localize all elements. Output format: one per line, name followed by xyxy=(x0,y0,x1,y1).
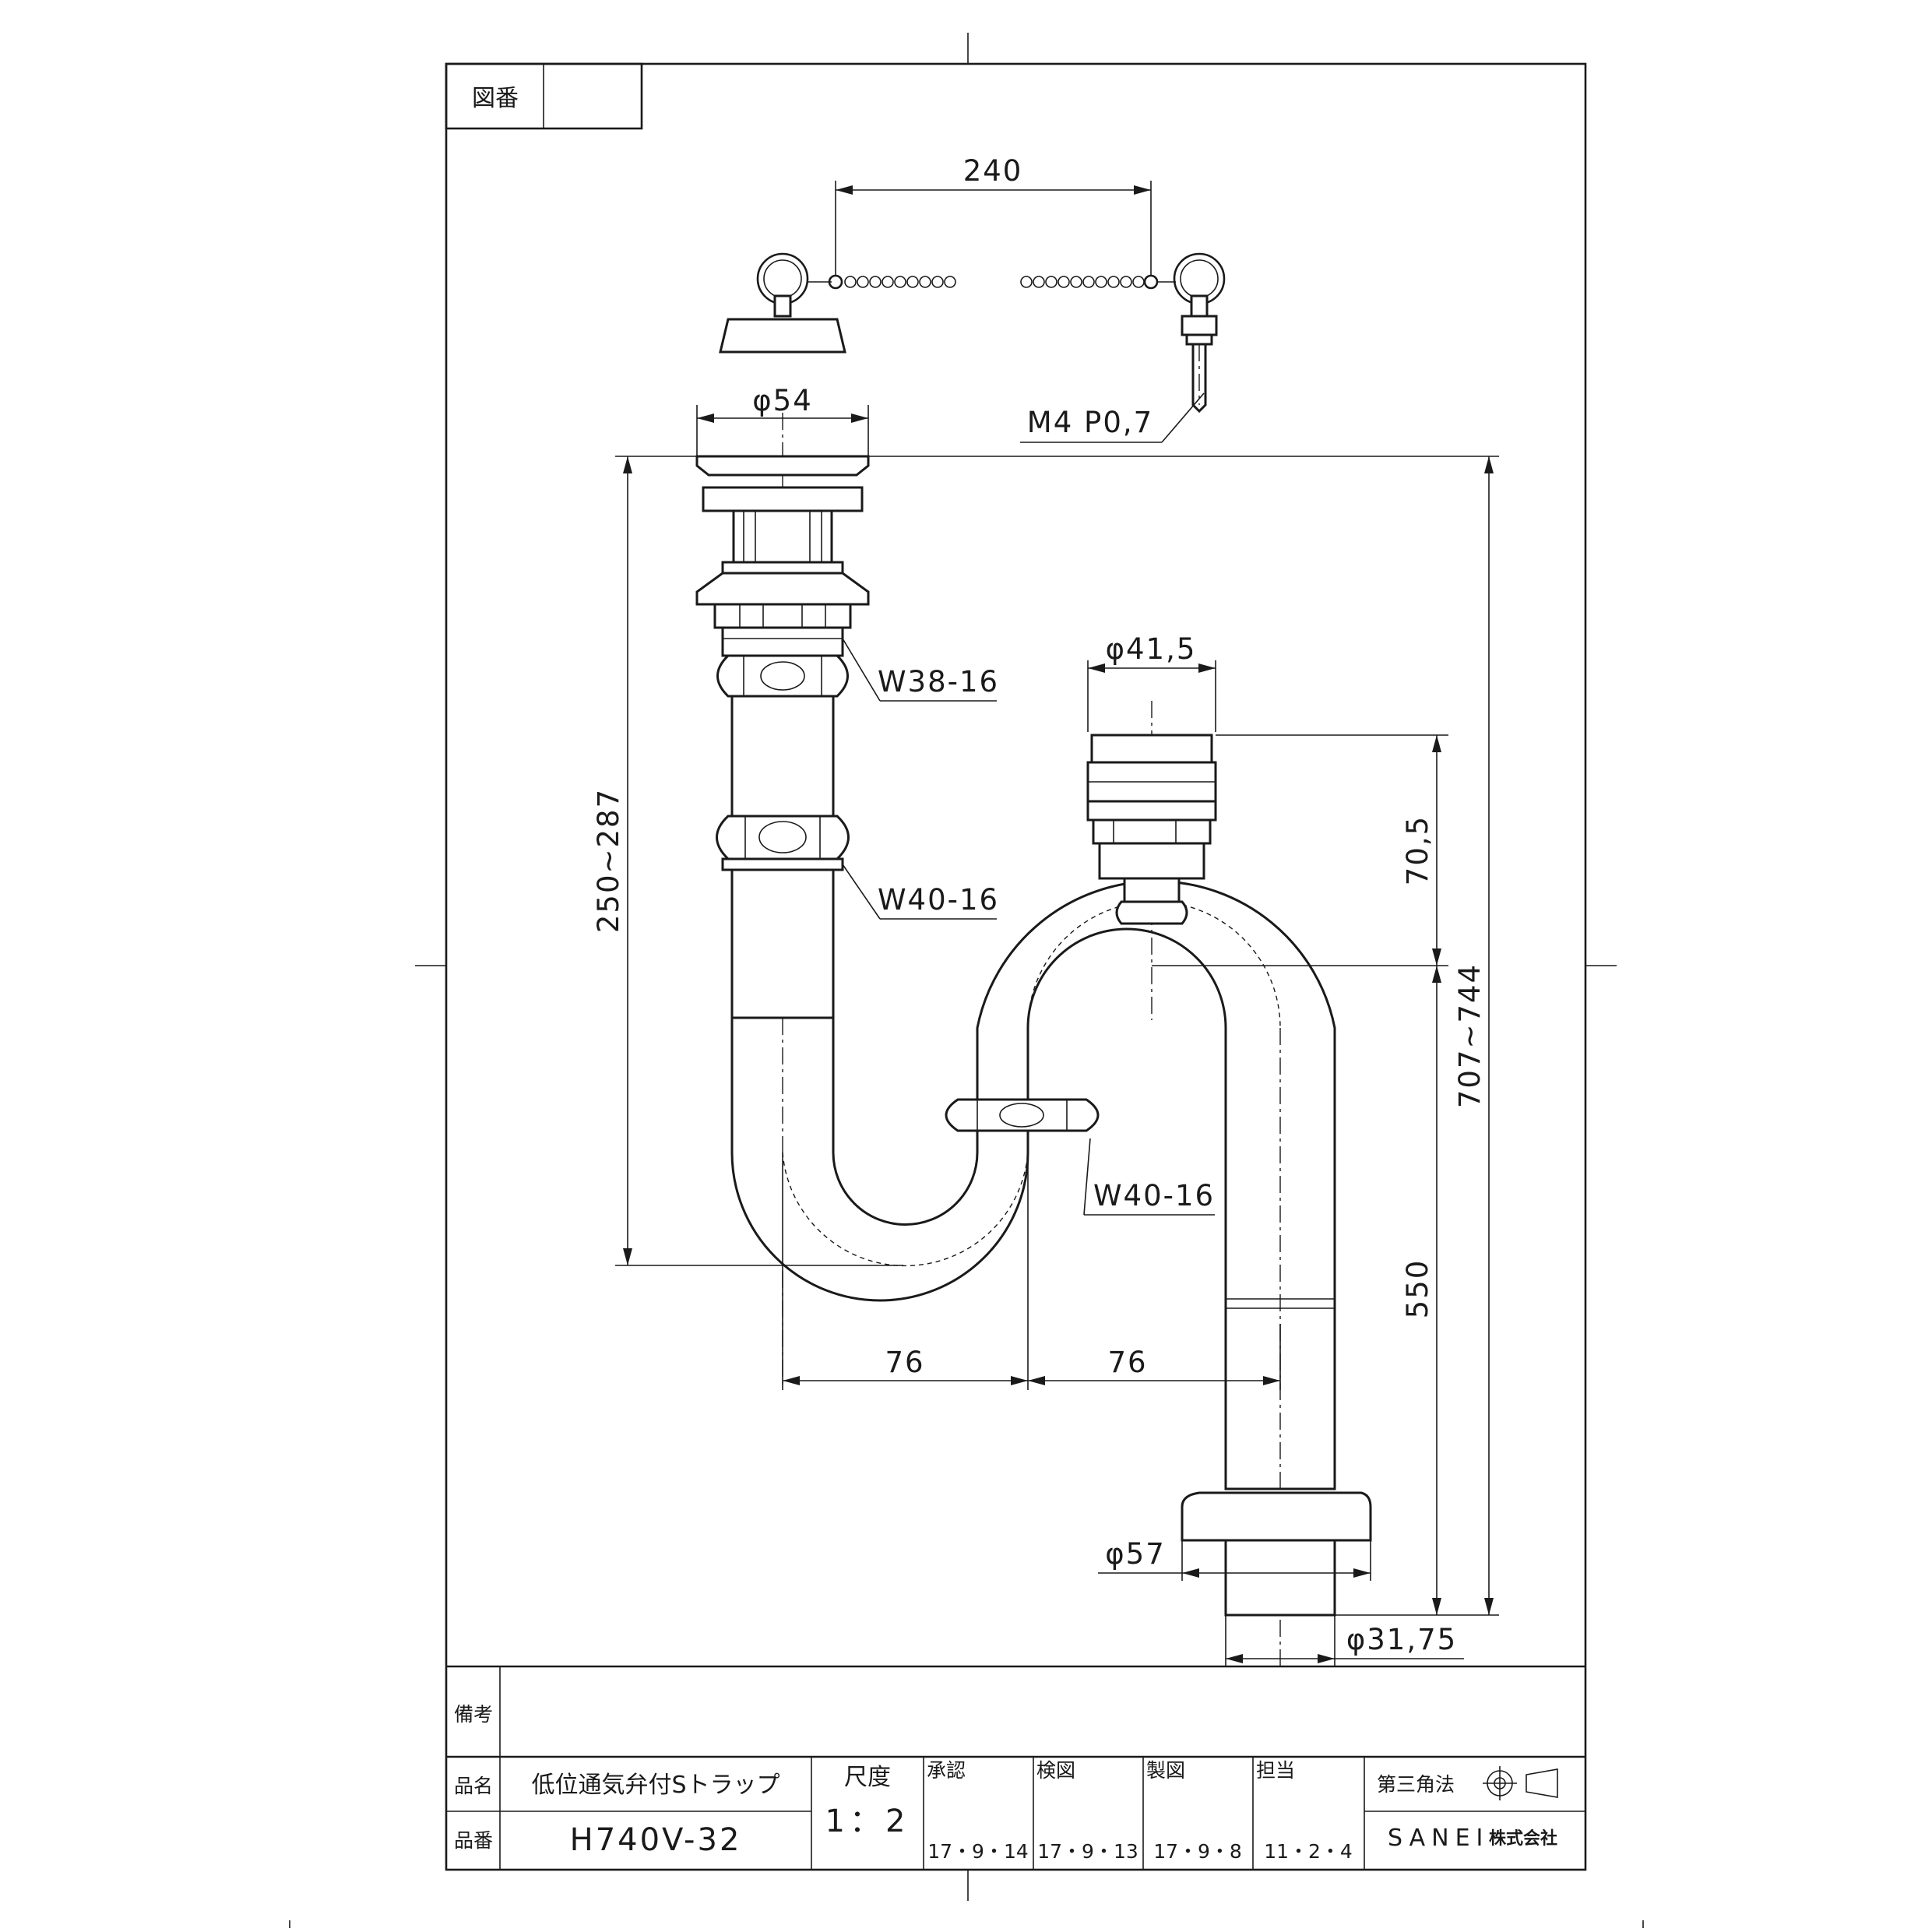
title-block: 備考 品名 低位通気弁付Sトラップ 品番 H740V-32 尺度 1：2 承認 … xyxy=(446,1665,1585,1870)
stopper-chain-assembly xyxy=(719,252,1226,413)
left-offset-dimension: 76 xyxy=(885,1346,924,1379)
company-suffix: 株式会社 xyxy=(1489,1828,1557,1849)
s-trap-pipe xyxy=(730,880,1372,1666)
chain-length-dimension: 240 xyxy=(963,154,1023,188)
projection-label: 第三角法 xyxy=(1377,1773,1455,1796)
drain-diameter-dimension: φ54 xyxy=(752,384,813,417)
product-number-label: 品番 xyxy=(454,1829,493,1852)
vent-diameter-dimension: φ41,5 xyxy=(1106,632,1197,666)
remarks-label: 備考 xyxy=(454,1703,493,1726)
drawn-date: 17・9・8 xyxy=(1153,1840,1242,1863)
scale-label: 尺度 xyxy=(844,1764,891,1791)
upper-nut-label: W38-16 xyxy=(878,665,999,699)
checked-date: 17・9・13 xyxy=(1037,1840,1138,1863)
approved-label: 承認 xyxy=(927,1759,966,1782)
drawing-number-label: 図番 xyxy=(472,85,519,112)
vent-valve xyxy=(1086,701,1217,1020)
outlet-length-dimension: 550 xyxy=(1401,1259,1434,1319)
sheet-border xyxy=(289,33,1644,1928)
middle-nut-label: W40-16 xyxy=(878,883,999,917)
chain-beads-right xyxy=(1020,276,1145,288)
drawing-number-box: 図番 xyxy=(445,62,643,130)
charge-label: 担当 xyxy=(1256,1759,1295,1782)
total-height-dimension: 707~744 xyxy=(1453,963,1487,1108)
checked-label: 検図 xyxy=(1036,1759,1075,1782)
company-name: SANEI xyxy=(1388,1825,1489,1852)
product-name: 低位通気弁付Sトラップ xyxy=(531,1772,779,1799)
pipe-diameter-dimension: φ31,75 xyxy=(1346,1623,1457,1656)
flange-diameter-dimension: φ57 xyxy=(1105,1537,1166,1571)
product-number: H740V-32 xyxy=(570,1822,742,1858)
charge-date: 11・2・4 xyxy=(1264,1840,1353,1863)
approved-date: 17・9・14 xyxy=(927,1840,1029,1863)
product-name-label: 品名 xyxy=(454,1775,493,1797)
drawn-label: 製図 xyxy=(1146,1759,1185,1782)
scale-value: 1：2 xyxy=(825,1804,910,1839)
chain-beads-left xyxy=(844,276,956,288)
thread-spec-label: M4 P0,7 xyxy=(1027,406,1153,439)
right-offset-dimension: 76 xyxy=(1107,1346,1147,1379)
third-angle-projection-icon xyxy=(1483,1766,1558,1800)
lower-nut-label: W40-16 xyxy=(1093,1179,1215,1212)
dimension-lines: 240 M4 P0,7 φ54 φ41,5 W38-16 W40-16 W40-… xyxy=(592,154,1499,1666)
drain-height-dimension: 250~287 xyxy=(592,788,625,933)
drain-fitting xyxy=(695,413,870,1386)
vent-height-dimension: 70,5 xyxy=(1401,815,1434,885)
